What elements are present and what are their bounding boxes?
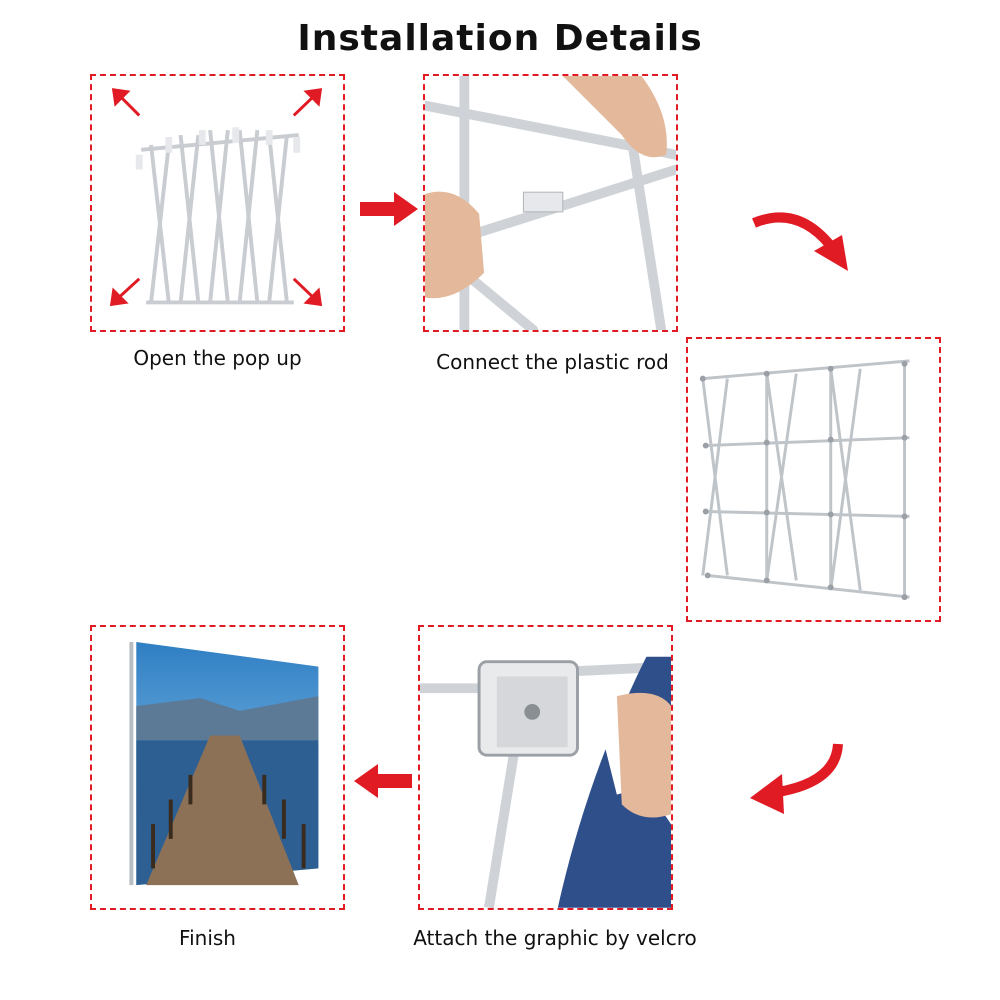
flow-arrow-icon — [354, 764, 412, 798]
curved-arrow-icon — [752, 205, 852, 275]
expanded-frame-image — [699, 359, 910, 601]
step-finish-panel — [90, 625, 345, 910]
curved-arrow-icon — [748, 742, 844, 818]
step-finish-caption: Finish — [179, 926, 236, 950]
step-connect-rod-panel — [423, 74, 678, 332]
connect-rod-image — [425, 76, 676, 330]
step-expanded-frame-panel — [686, 337, 941, 622]
step-attach-graphic-caption: Attach the graphic by velcro — [413, 926, 697, 950]
expand-arrow-icon — [109, 88, 323, 307]
step-attach-graphic-panel — [418, 625, 673, 910]
page-title: Installation Details — [297, 18, 703, 59]
finished-display-image — [129, 642, 319, 886]
step-open-popup-caption: Open the pop up — [133, 346, 302, 370]
flow-arrow-icon — [360, 192, 418, 226]
step-open-popup-panel — [90, 74, 345, 332]
attach-graphic-image — [420, 656, 671, 908]
collapsed-frame-image — [109, 88, 323, 307]
step-connect-rod-caption: Connect the plastic rod — [436, 350, 669, 374]
